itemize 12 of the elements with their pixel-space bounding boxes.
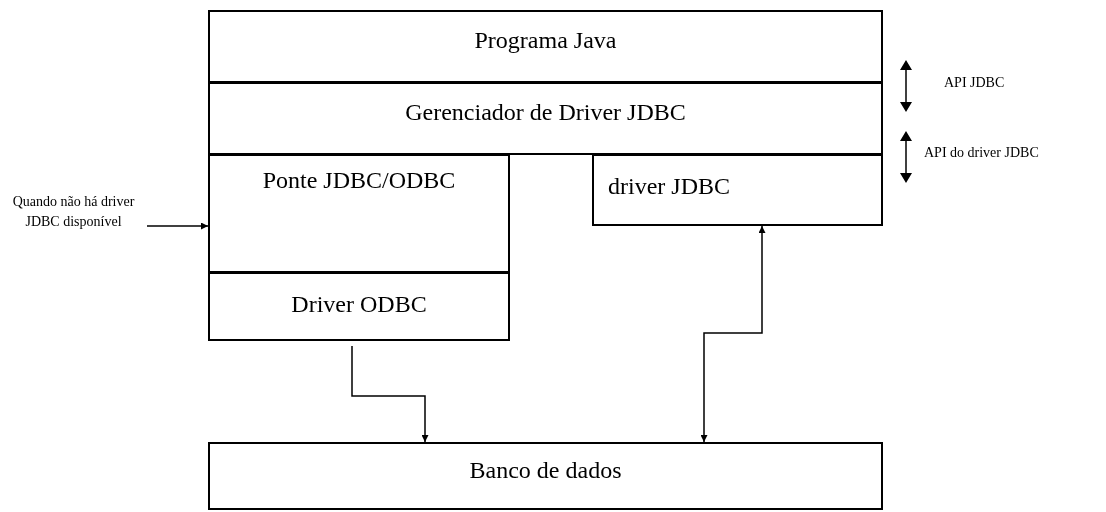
- arrow: [146, 222, 209, 230]
- arrow: [700, 225, 766, 443]
- program-box: Programa Java: [208, 10, 883, 83]
- bridge-box: Ponte JDBC/ODBC: [208, 154, 510, 273]
- note-text: Quando não há driver JDBC disponível: [6, 192, 141, 260]
- arrow: [351, 345, 429, 443]
- database-box: Banco de dados: [208, 442, 883, 510]
- driver-box: Driver ODBC: [208, 272, 510, 341]
- driver-box: driver JDBC: [592, 154, 883, 226]
- api-label: API do driver JDBC: [924, 144, 1039, 162]
- api-label: API JDBC: [944, 74, 1005, 92]
- manager-box: Gerenciador de Driver JDBC: [208, 82, 883, 155]
